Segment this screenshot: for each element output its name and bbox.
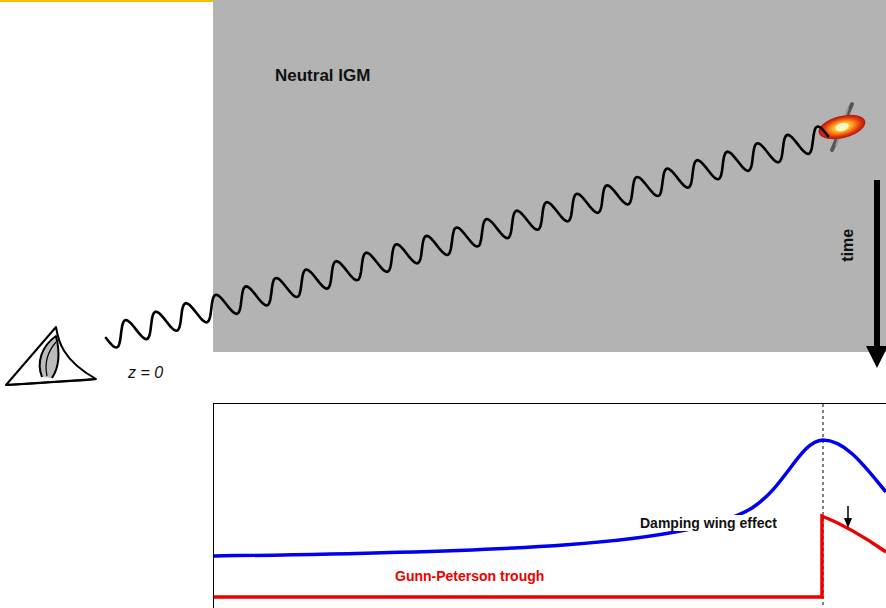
damping-arrow [844, 506, 852, 528]
photon-wave [106, 127, 828, 348]
observed-spectrum [214, 516, 886, 597]
effect-label: Damping wing effect [638, 515, 779, 531]
time-label: time [839, 229, 857, 262]
intrinsic-spectrum [214, 440, 886, 556]
trough-label: Gunn-Peterson trough [395, 568, 544, 584]
region-label: Neutral IGM [275, 66, 370, 86]
time-arrow [866, 180, 886, 368]
neutral-igm-region [213, 0, 886, 352]
redshift-label: z = 0 [128, 364, 163, 382]
observer-eye [6, 327, 96, 385]
spectrum-panel [214, 404, 886, 608]
quasar-galaxy [816, 104, 868, 150]
